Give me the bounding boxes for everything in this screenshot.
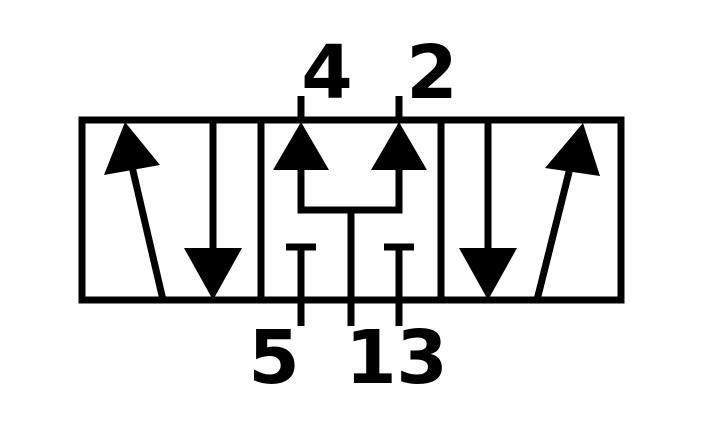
middle-position-blocked-port-5 <box>286 243 316 300</box>
middle-position-connection-lines <box>297 206 403 300</box>
left-position-flow-up-arrow <box>104 122 167 301</box>
port-label-3: 3 <box>396 315 448 401</box>
middle-position-flow-arrow-2 <box>371 122 427 210</box>
middle-position-blocked-port-3 <box>384 243 414 300</box>
right-position-flow-down-arrow <box>459 120 517 300</box>
middle-position-flow-arrow-4 <box>273 122 329 210</box>
left-position-flow-down-arrow <box>184 120 242 300</box>
port-label-2: 2 <box>406 30 458 116</box>
port-label-4: 4 <box>301 30 353 116</box>
port-label-1: 1 <box>345 315 397 401</box>
right-position-flow-up-arrow <box>533 123 600 301</box>
port-label-5: 5 <box>248 315 300 401</box>
